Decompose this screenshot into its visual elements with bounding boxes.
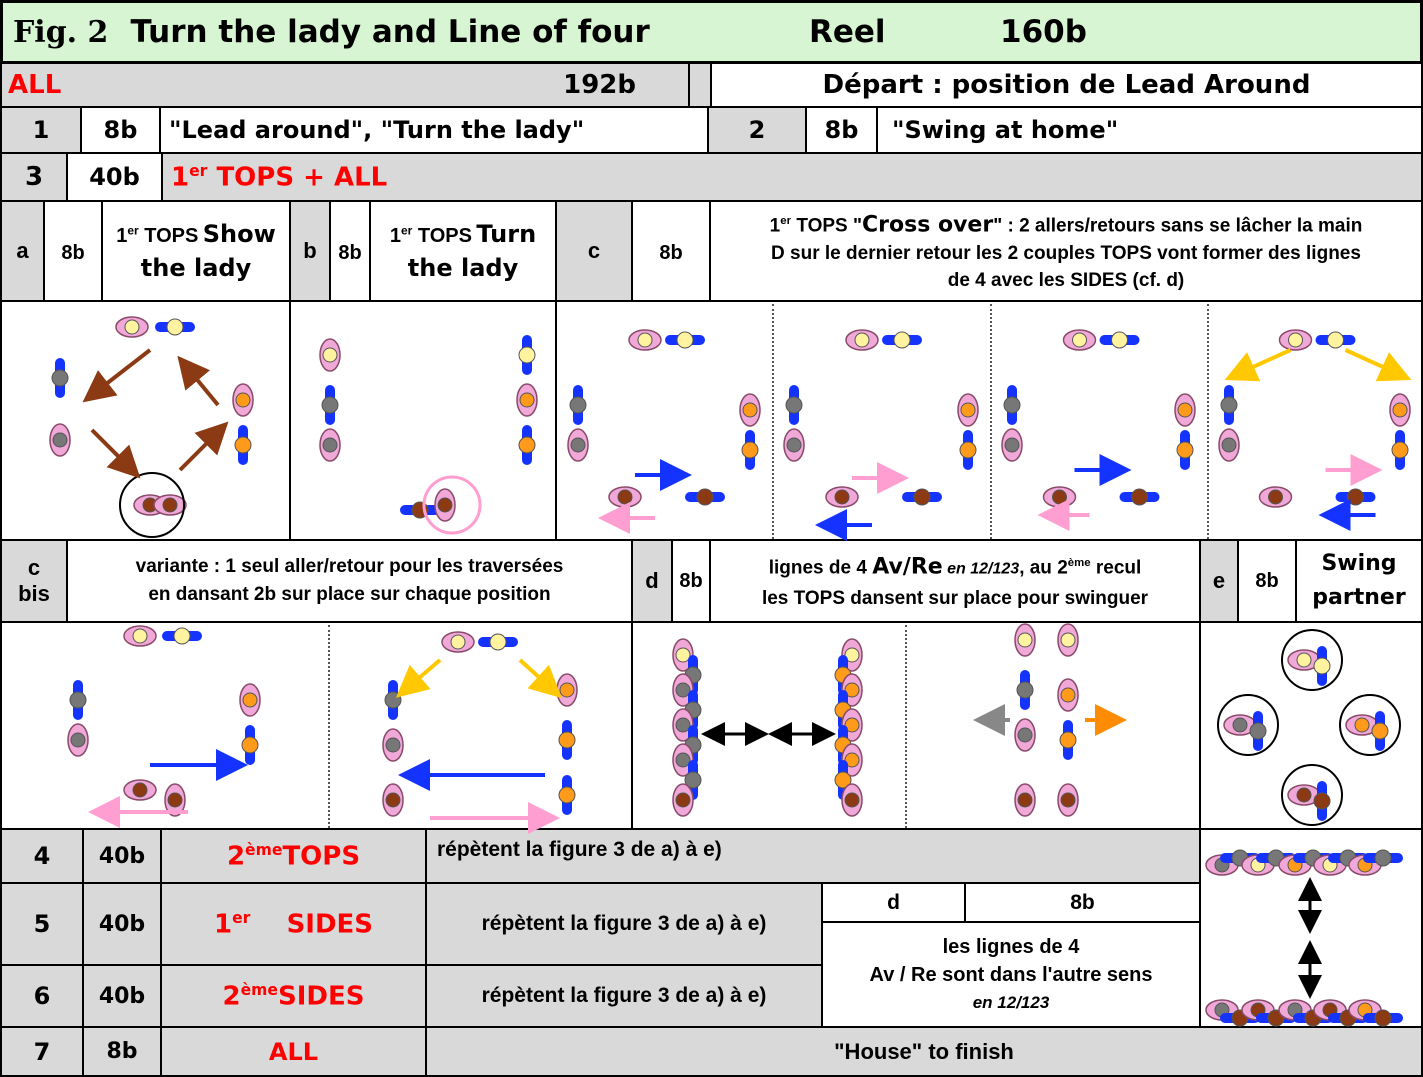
dancer-icon	[51, 369, 69, 387]
row3-who: 1er TOPS + ALL	[161, 152, 1423, 202]
row7-who: ALL	[160, 1026, 427, 1077]
dancer-icon	[1374, 849, 1392, 867]
row6-beats: 40b	[82, 964, 162, 1028]
dancer-icon	[321, 396, 339, 414]
dancer-icon	[893, 331, 911, 349]
row4-beats: 40b	[82, 828, 162, 884]
dancer-icon	[1249, 722, 1267, 740]
dancer-icon	[518, 436, 536, 454]
row1-beats: 192b	[563, 70, 636, 100]
dancer-icon	[1391, 441, 1409, 459]
dancer-icon	[69, 691, 87, 709]
row2-text2: "Swing at home"	[876, 106, 1423, 154]
row1-who: ALL	[8, 70, 62, 100]
row2-beats1: 8b	[80, 106, 161, 154]
dancer-icon	[518, 346, 536, 364]
step-d-text: lignes de 4 Av/Re en 12/123, au 2ème rec…	[709, 539, 1201, 623]
dancer-icon	[1347, 488, 1364, 506]
dancer-icon	[913, 488, 931, 506]
fig-label: Fig. 2	[13, 14, 109, 50]
dancer-icon	[834, 771, 852, 789]
dancer-icon	[1111, 331, 1128, 349]
row5-d-beats: 8b	[964, 882, 1201, 923]
row3-beats: 40b	[66, 152, 163, 202]
dancer-icon	[234, 436, 252, 454]
dancer-icon	[741, 441, 759, 459]
dancer-icon	[1176, 441, 1194, 459]
dancer-icon	[384, 691, 402, 709]
dancer-icon	[569, 396, 587, 414]
row2-num2: 2	[707, 106, 807, 154]
row6-text: répètent la figure 3 de a) à e)	[425, 964, 823, 1028]
row6-who: 2èmeSIDES	[160, 964, 427, 1028]
row7-num: 7	[0, 1026, 84, 1077]
step-b-text: 1er TOPS Turn the lady	[369, 200, 557, 302]
dancer-icon	[959, 441, 977, 459]
divider	[990, 304, 992, 539]
dancer-icon	[696, 488, 714, 506]
row2-beats2: 8b	[805, 106, 878, 154]
row5-text: répètent la figure 3 de a) à e)	[425, 882, 823, 966]
dancer-icon	[1131, 488, 1148, 506]
dance-type: Reel	[809, 14, 886, 50]
dancer-icon	[1327, 331, 1344, 349]
dancer-icon	[173, 627, 191, 645]
row2-text1: "Lead around", "Turn the lady"	[159, 106, 709, 154]
divider	[905, 625, 907, 828]
dancer-icon	[558, 786, 576, 804]
dancer-icon	[241, 736, 259, 754]
dancer-icon	[1313, 792, 1331, 810]
step-c-text: 1er TOPS "Cross over" : 2 allers/retours…	[709, 200, 1423, 302]
divider	[1207, 304, 1209, 539]
dancer-icon	[1220, 396, 1238, 414]
dancer-icon	[1003, 396, 1021, 414]
row5-who: 1er SIDES	[160, 882, 427, 966]
dancer-icon	[489, 633, 507, 651]
row4-text: répètent la figure 3 de a) à e)	[425, 828, 1201, 884]
row4-who: 2èmeTOPS	[160, 828, 427, 884]
dancer-icon	[166, 318, 184, 336]
dancer-icon	[558, 731, 576, 749]
step-b-label: b	[289, 200, 331, 302]
dancer-icon	[1059, 731, 1077, 749]
dancer-icon	[785, 396, 803, 414]
total-beats: 160b	[1000, 14, 1087, 50]
divider	[772, 304, 774, 539]
dancer-icon	[684, 771, 702, 789]
row1-depart: Départ : position de Lead Around	[710, 62, 1423, 108]
dancer-icon	[1016, 681, 1034, 699]
figure-title: Turn the lady and Line of four	[130, 14, 650, 50]
row7-text: "House" to finish	[425, 1026, 1423, 1077]
dancer-icon	[676, 331, 694, 349]
divider	[328, 625, 330, 828]
step-a-label: a	[0, 200, 45, 302]
row5-num: 5	[0, 882, 84, 966]
step-c-beats: 8b	[631, 200, 711, 302]
dancer-icon	[1313, 657, 1331, 675]
dancer-icon	[1374, 1009, 1392, 1027]
title-bar: Fig. 2 Turn the lady and Line of four Re…	[0, 0, 1423, 64]
dancer-icon	[1371, 722, 1389, 740]
